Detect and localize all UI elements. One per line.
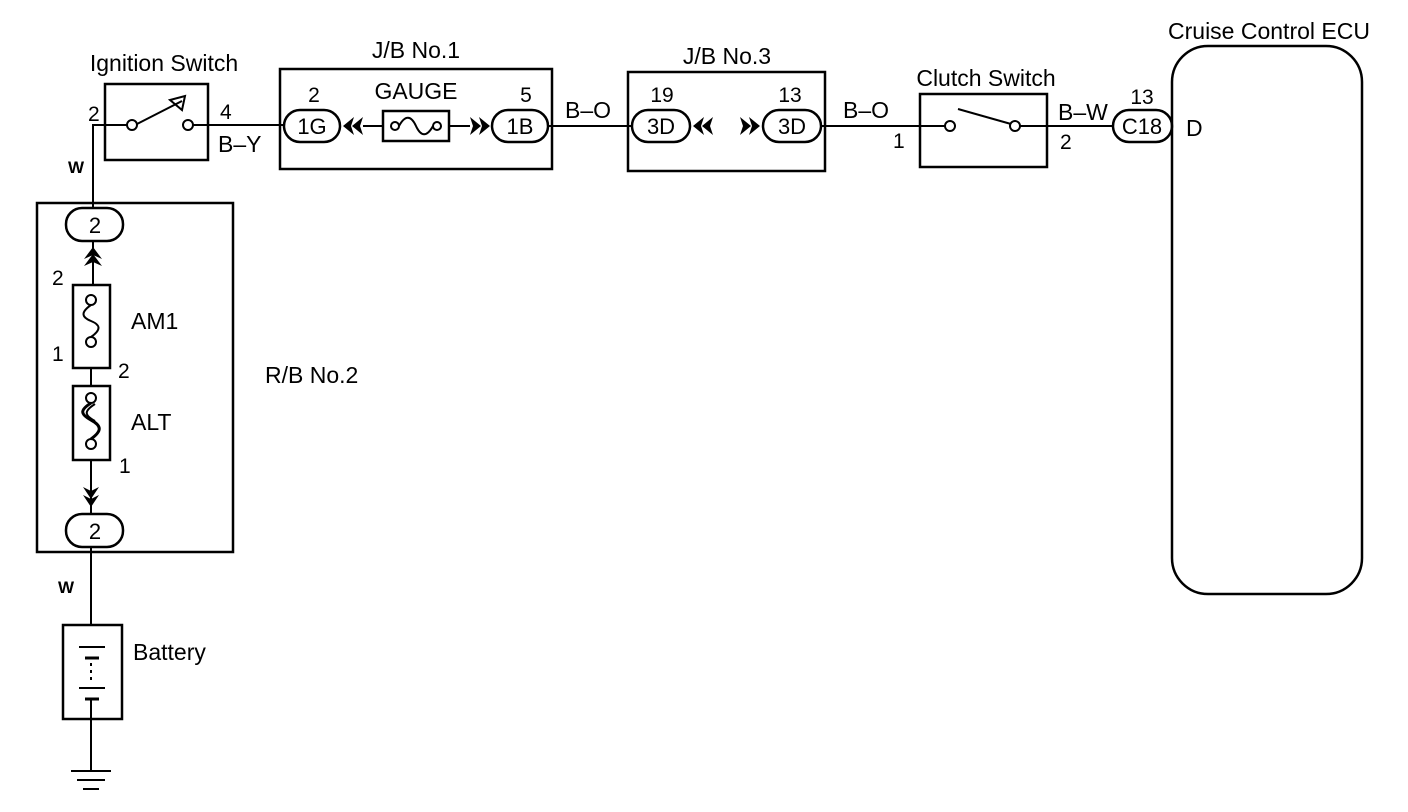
am1-pin-bottom: 1 <box>52 343 64 366</box>
connector-3d-in <box>630 108 692 144</box>
wire-label-b-o-2: B–O <box>843 97 889 123</box>
battery: Battery <box>61 623 206 721</box>
clutch-switch-arm <box>957 108 1012 125</box>
alt-pin-top: 2 <box>118 360 130 383</box>
battery-box <box>61 623 124 721</box>
rb2-connector-top-label: 2 <box>89 213 101 238</box>
jb1-right-terminal-arrows <box>470 117 490 135</box>
jb3-pin-in: 19 <box>650 84 673 107</box>
ignition-switch-label: Ignition Switch <box>90 50 238 76</box>
am1-fuse-label: AM1 <box>131 308 178 334</box>
ignition-pin-in: 2 <box>88 103 100 126</box>
connector-c18 <box>1111 108 1174 144</box>
gauge-fuse-element-icon <box>398 116 434 136</box>
ecu-pin: 13 <box>1130 86 1153 109</box>
ground-icon <box>71 719 111 790</box>
battery-label: Battery <box>133 639 206 665</box>
am1-contact-top <box>85 294 97 306</box>
jb-no3-label: J/B No.3 <box>683 43 771 69</box>
gauge-fuse-contact-left <box>390 121 400 131</box>
rb-no2: R/B No.2 2 AM1 2 1 2 ALT 1 2 <box>35 201 358 554</box>
connector-3d-in-label: 3D <box>647 114 675 139</box>
wire-label-b-y: B–Y <box>218 131 261 157</box>
wire-label-ign-feed: W <box>68 158 85 177</box>
jb-no3: J/B No.3 3D 19 3D 13 <box>626 43 827 173</box>
wire-label-b-w: B–W <box>1058 99 1108 125</box>
jb3-right-terminal-arrows <box>740 117 760 135</box>
rb-no2-box <box>35 201 235 554</box>
alt-fuse-element-icon <box>81 401 101 441</box>
am1-fuse-box <box>71 283 112 370</box>
am1-contact-bottom <box>85 336 97 348</box>
jb3-pin-out: 13 <box>778 84 801 107</box>
jb-no1: J/B No.1 GAUGE 1G 2 1B 5 <box>278 37 554 171</box>
rb2-connector-top <box>64 206 125 243</box>
jb-no3-box <box>626 70 827 173</box>
ignition-contact-right <box>182 119 194 131</box>
alt-contact-bottom <box>85 438 97 450</box>
jb-no1-label: J/B No.1 <box>372 37 460 63</box>
am1-pin-top: 2 <box>52 267 64 290</box>
clutch-contact-right <box>1009 120 1021 132</box>
rb2-connector-bottom-label: 2 <box>89 519 101 544</box>
gauge-fuse-contact-right <box>432 121 442 131</box>
clutch-switch-box <box>918 92 1049 169</box>
gauge-fuse-label: GAUGE <box>374 78 457 104</box>
connector-1b-label: 1B <box>507 114 534 139</box>
jb1-pin-out: 5 <box>520 84 532 107</box>
rb2-connector-bottom <box>64 512 125 549</box>
ecu-terminal-label: D <box>1186 115 1203 141</box>
jb1-pin-in: 2 <box>308 84 320 107</box>
connector-3d-out-label: 3D <box>778 114 806 139</box>
wire-w-to-ignition <box>92 124 127 207</box>
alt-contact-top <box>85 392 97 404</box>
wire-label-battery-feed: W <box>58 578 75 597</box>
rb-no2-label: R/B No.2 <box>265 362 358 388</box>
wire-label-b-o-1: B–O <box>565 97 611 123</box>
ignition-switch: Ignition Switch 2 4 <box>88 50 238 162</box>
ignition-switch-arm-tip <box>167 94 187 112</box>
ecu-label: Cruise Control ECU <box>1168 18 1370 44</box>
ignition-pin-out: 4 <box>220 101 232 124</box>
connector-1g-label: 1G <box>297 114 326 139</box>
ecu-box <box>1170 44 1364 596</box>
ignition-switch-box <box>103 82 210 162</box>
cruise-control-ecu: Cruise Control ECU C18 13 D <box>1111 18 1370 596</box>
alt-fuse-element-icon-detail <box>85 403 96 422</box>
alt-pin-bottom: 1 <box>119 455 131 478</box>
clutch-pin-out: 2 <box>1060 131 1072 154</box>
clutch-switch-label: Clutch Switch <box>916 65 1055 91</box>
connector-1g <box>282 108 342 144</box>
alt-fuse-label: ALT <box>131 409 171 435</box>
connector-c18-label: C18 <box>1122 114 1162 139</box>
rb2-bottom-terminal-arrows <box>83 487 99 507</box>
am1-fuse-element-icon <box>82 304 100 338</box>
jb1-left-terminal-arrows <box>343 117 363 135</box>
jb3-left-terminal-arrows <box>693 117 713 135</box>
jb-no1-box <box>278 67 554 171</box>
clutch-switch: Clutch Switch <box>916 65 1056 169</box>
clutch-contact-left <box>944 120 956 132</box>
ignition-contact-left <box>126 119 138 131</box>
clutch-pin-in: 1 <box>893 130 905 153</box>
